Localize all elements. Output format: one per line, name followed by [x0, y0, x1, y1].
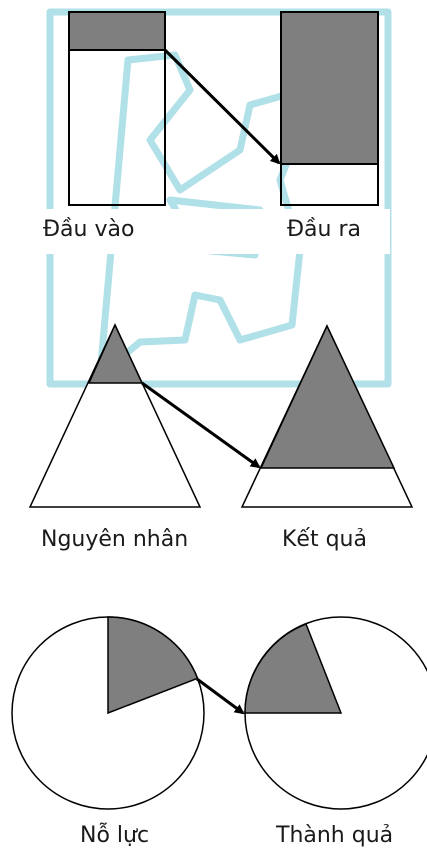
section-rectangles [68, 11, 379, 206]
label-cause: Nguyên nhân [41, 527, 189, 552]
watermark-frame [46, 8, 392, 388]
result-circle-shaded-sector [244, 623, 343, 714]
label-output: Đầu ra [287, 217, 361, 242]
input-rect-shaded [68, 11, 166, 51]
arrow-triangles [141, 381, 261, 469]
arrow-circles [196, 677, 245, 715]
effect-triangle-shaded [259, 324, 396, 469]
section-circles [11, 616, 427, 810]
output-rect-shaded [280, 11, 379, 165]
label-band [45, 209, 390, 254]
arrow-rectangles [163, 48, 281, 165]
cause-triangle-shaded [87, 323, 144, 384]
label-input: Đầu vào [43, 217, 135, 242]
label-achievement: Thành quả [276, 823, 394, 848]
label-effort: Nỗ lực [80, 823, 150, 848]
cause-triangle [28, 323, 202, 508]
effort-circle-shaded-sector [107, 616, 199, 715]
output-rect [280, 11, 379, 206]
input-rect [68, 11, 166, 206]
label-effect: Kết quả [282, 527, 367, 552]
section-triangles [28, 323, 414, 508]
